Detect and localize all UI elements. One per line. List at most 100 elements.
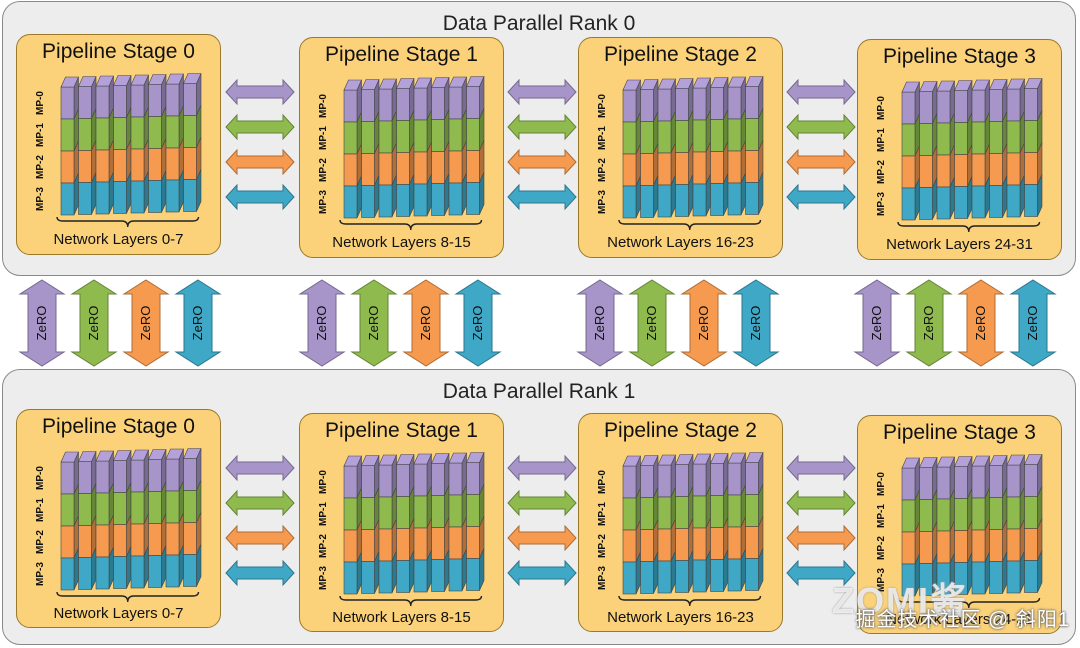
pipeline-comm-arrow — [225, 454, 295, 482]
mp-label: MP-3 — [318, 190, 329, 214]
network-layer-slab — [413, 77, 432, 217]
pipeline-comm-arrow — [786, 489, 856, 517]
layers-label: Network Layers 24-31 — [886, 611, 1033, 628]
zero-arrow: ZeRO — [174, 279, 222, 367]
network-layer-slab — [710, 77, 729, 216]
network-layer-slab — [396, 454, 415, 593]
layers-label: Network Layers 16-23 — [607, 234, 754, 251]
network-layer-slab — [148, 74, 167, 213]
network-layer-slab — [692, 77, 711, 217]
network-layer-slab — [431, 453, 450, 592]
zero-label: ZeRO — [1025, 306, 1040, 341]
network-layer-slab — [710, 453, 729, 592]
network-layer-slab — [448, 76, 467, 216]
layer-stack: MP-0MP-1MP-2MP-3 — [35, 448, 202, 603]
pipeline-comm-arrow — [507, 454, 577, 482]
zero-arrow: ZeRO — [298, 279, 346, 367]
mp-label: MP-3 — [35, 562, 46, 586]
network-layer-slab — [622, 455, 641, 595]
mp-label: MP-3 — [318, 566, 329, 590]
network-layer-slab — [60, 451, 79, 591]
mp-label: MP-0 — [318, 94, 329, 118]
network-layer-slab — [692, 453, 711, 593]
mp-label: MP-1 — [35, 498, 46, 522]
layers-bracket — [897, 221, 1041, 233]
pipeline-arrows-r0-c — [786, 78, 856, 211]
network-layer-slab — [148, 449, 167, 588]
pipeline-arrows-r1-c — [786, 454, 856, 587]
network-layer-slab — [448, 452, 467, 592]
zero-arrow: ZeRO — [628, 279, 676, 367]
network-layer-slab — [657, 78, 676, 218]
layer-stack: MP-0MP-1MP-2MP-3 — [597, 452, 764, 607]
pipeline-comm-arrow — [507, 78, 577, 106]
stage-title: Pipeline Stage 3 — [883, 421, 1036, 444]
network-layer-slab — [936, 80, 955, 220]
network-layer-slab — [183, 73, 202, 212]
mp-label: MP-2 — [597, 534, 608, 558]
stage-title: Pipeline Stage 3 — [883, 45, 1036, 68]
layers-label: Network Layers 0-7 — [53, 605, 184, 622]
pipeline-comm-arrow — [786, 524, 856, 552]
network-layer-slab — [640, 455, 659, 594]
network-layer-slab — [1006, 454, 1025, 594]
mp-label: MP-0 — [318, 470, 329, 494]
pipeline-comm-arrow — [225, 559, 295, 587]
mp-label: MP-0 — [35, 466, 46, 490]
stage-title: Pipeline Stage 0 — [42, 415, 195, 438]
layers-bracket — [618, 595, 762, 607]
network-layer-slab — [1024, 454, 1043, 593]
mp-label: MP-1 — [597, 502, 608, 526]
mp-label: MP-1 — [318, 126, 329, 150]
network-layer-slab — [466, 76, 485, 215]
network-layer-slab — [165, 448, 184, 588]
layer-stack: MP-0MP-1MP-2MP-3 — [318, 76, 485, 231]
layers-label: Network Layers 8-15 — [332, 234, 471, 251]
layers-bracket — [339, 595, 483, 607]
pipeline-arrows-r1-b — [507, 454, 577, 587]
pipeline-arrows-r0-a — [225, 78, 295, 211]
network-layer-slab — [727, 452, 746, 592]
mp-label: MP-1 — [876, 504, 887, 528]
zero-label: ZeRO — [86, 306, 101, 341]
network-layer-slab — [640, 79, 659, 218]
mp-label: MP-1 — [318, 502, 329, 526]
zero-arrow: ZeRO — [350, 279, 398, 367]
network-layer-slab — [971, 79, 990, 219]
zero-arrow: ZeRO — [732, 279, 780, 367]
zero-arrow: ZeRO — [957, 279, 1005, 367]
network-layer-slab — [936, 456, 955, 596]
pipeline-comm-arrow — [786, 78, 856, 106]
zero-arrow: ZeRO — [402, 279, 450, 367]
network-layer-slab — [989, 455, 1008, 594]
mp-label: MP-3 — [597, 190, 608, 214]
mp-label: MP-3 — [876, 568, 887, 592]
zero-label: ZeRO — [138, 306, 153, 341]
stage-title: Pipeline Stage 1 — [325, 43, 478, 66]
network-layer-slab — [361, 79, 380, 218]
network-layer-slab — [113, 75, 132, 214]
pipeline-comm-arrow — [507, 183, 577, 211]
pipeline-comm-arrow — [786, 113, 856, 141]
layers-label: Network Layers 16-23 — [607, 609, 754, 626]
network-layer-slab — [1024, 78, 1043, 217]
layers-label: Network Layers 8-15 — [332, 609, 471, 626]
stage-title: Pipeline Stage 1 — [325, 419, 478, 442]
mp-label: MP-0 — [876, 96, 887, 120]
network-layer-slab — [113, 450, 132, 589]
zero-arrow: ZeRO — [1009, 279, 1057, 367]
network-layer-slab — [130, 74, 149, 214]
pipeline-comm-arrow — [225, 78, 295, 106]
zero-label: ZeRO — [366, 306, 381, 341]
pipeline-comm-arrow — [507, 489, 577, 517]
layer-stack: MP-0MP-1MP-2MP-3 — [318, 452, 485, 607]
network-layer-slab — [165, 73, 184, 213]
network-layer-slab — [78, 451, 97, 590]
network-layer-slab — [901, 457, 920, 597]
zero-label: ZeRO — [921, 306, 936, 341]
layer-stack: MP-0MP-1MP-2MP-3 — [876, 78, 1043, 233]
